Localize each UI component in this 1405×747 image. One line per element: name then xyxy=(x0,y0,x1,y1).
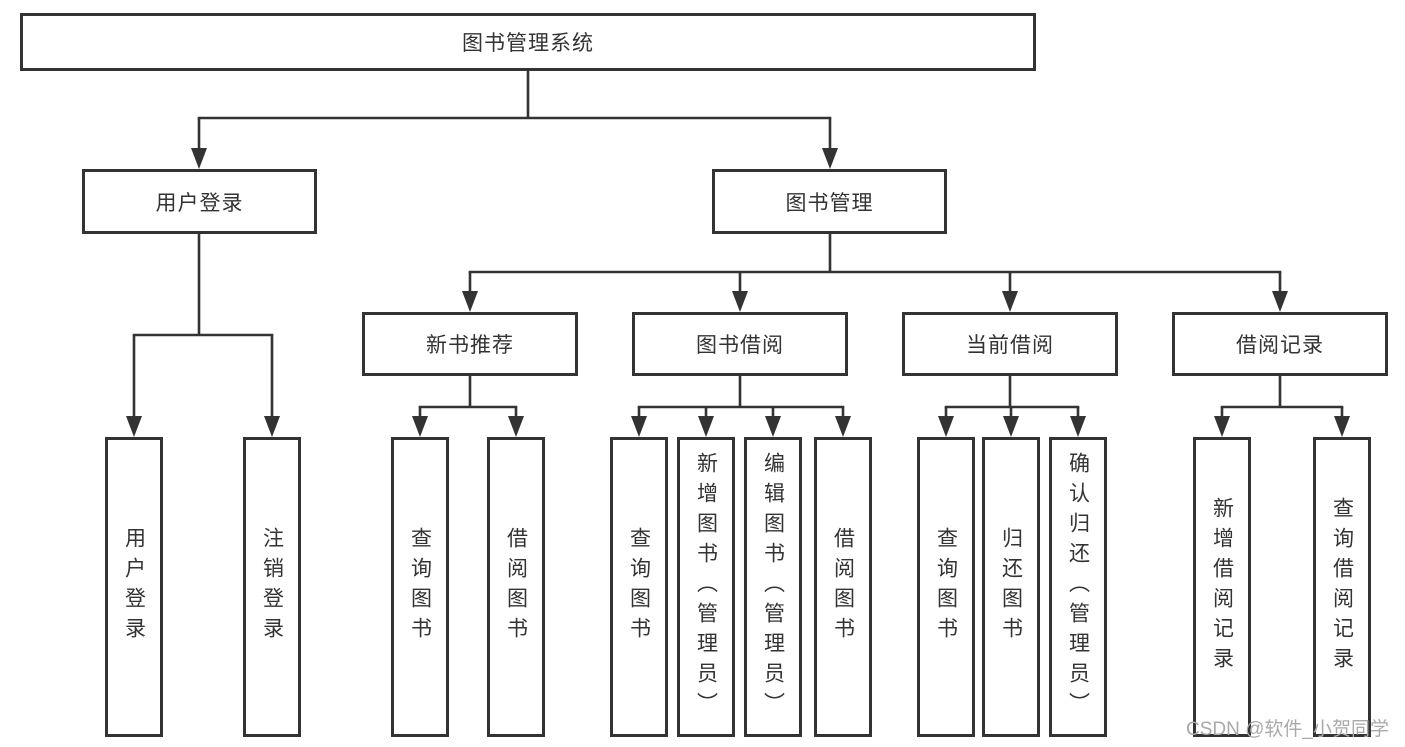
connector-management-to-level3 xyxy=(462,233,1288,312)
leaf-logout-label: 注销登录 xyxy=(260,527,284,647)
connector-newbooks-to-leaves xyxy=(412,376,524,437)
leaf-borrowing-borrow-label: 借阅图书 xyxy=(831,527,855,647)
node-root: 图书管理系统 xyxy=(20,13,1036,71)
leaf-records-query-label: 查询借阅记录 xyxy=(1330,497,1354,677)
leaf-current-query: 查询图书 xyxy=(917,437,975,737)
connector-login-to-leaves xyxy=(126,233,280,437)
leaf-newbooks-borrow-label: 借阅图书 xyxy=(504,527,528,647)
leaf-records-add-label: 新增借阅记录 xyxy=(1210,497,1234,677)
leaf-borrowing-edit-book: 编辑图书（管理员） xyxy=(744,437,802,737)
watermark-text: CSDN @软件_小贺同学 xyxy=(1186,719,1389,740)
leaf-logout: 注销登录 xyxy=(243,437,301,737)
node-book-management: 图书管理 xyxy=(712,169,947,234)
node-user-login-label: 用户登录 xyxy=(155,191,244,215)
node-book-management-label: 图书管理 xyxy=(785,191,874,215)
leaf-borrowing-query-label: 查询图书 xyxy=(627,527,651,647)
connector-borrowing-to-leaves xyxy=(631,376,851,437)
leaf-records-add: 新增借阅记录 xyxy=(1193,437,1251,737)
node-current-borrowing-label: 当前借阅 xyxy=(966,334,1054,357)
node-book-borrowing: 图书借阅 xyxy=(632,312,848,376)
leaf-borrowing-query: 查询图书 xyxy=(610,437,668,737)
leaf-newbooks-query: 查询图书 xyxy=(391,437,449,737)
leaf-borrowing-add-book: 新增图书（管理员） xyxy=(677,437,735,737)
leaf-current-query-label: 查询图书 xyxy=(934,527,958,647)
connector-root-to-level2 xyxy=(191,70,838,169)
leaf-current-return-label: 归还图书 xyxy=(999,527,1023,647)
leaf-borrowing-edit-book-label: 编辑图书（管理员） xyxy=(761,452,785,722)
leaf-user-login: 用户登录 xyxy=(105,437,163,737)
leaf-borrowing-add-book-label: 新增图书（管理员） xyxy=(694,452,718,722)
node-user-login: 用户登录 xyxy=(82,169,317,234)
leaf-newbooks-borrow: 借阅图书 xyxy=(487,437,545,737)
node-new-book-recommend-label: 新书推荐 xyxy=(426,334,514,357)
leaf-user-login-label: 用户登录 xyxy=(122,527,146,647)
node-current-borrowing: 当前借阅 xyxy=(902,312,1118,376)
connector-current-to-leaves xyxy=(938,376,1086,437)
node-book-borrowing-label: 图书借阅 xyxy=(696,334,784,357)
connector-records-to-leaves xyxy=(1214,376,1350,437)
node-root-label: 图书管理系统 xyxy=(462,32,594,55)
node-borrowing-records: 借阅记录 xyxy=(1172,312,1388,376)
leaf-current-confirm-return: 确认归还（管理员） xyxy=(1049,437,1107,737)
node-new-book-recommend: 新书推荐 xyxy=(362,312,578,376)
leaf-current-return: 归还图书 xyxy=(982,437,1040,737)
leaf-borrowing-borrow: 借阅图书 xyxy=(814,437,872,737)
node-borrowing-records-label: 借阅记录 xyxy=(1236,334,1324,357)
leaf-newbooks-query-label: 查询图书 xyxy=(408,527,432,647)
leaf-current-confirm-return-label: 确认归还（管理员） xyxy=(1066,452,1090,722)
leaf-records-query: 查询借阅记录 xyxy=(1313,437,1371,737)
